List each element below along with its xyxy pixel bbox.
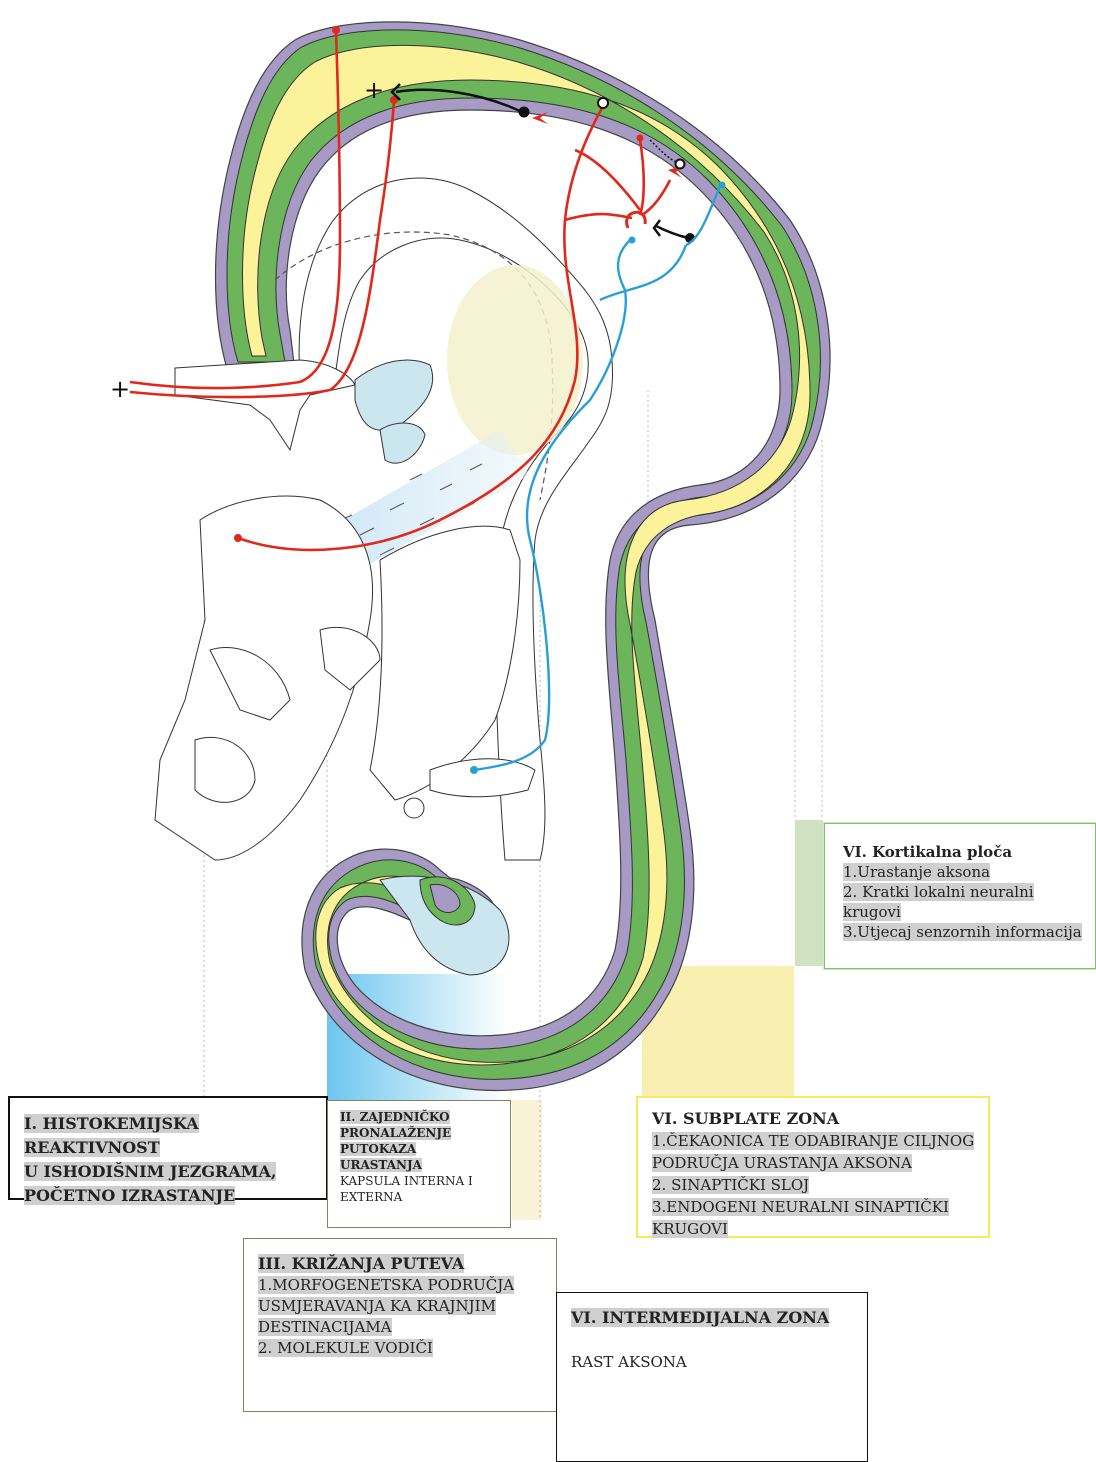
red-synapse-hook [627,212,646,228]
cortical-plate-box: VI. Kortikalna ploča 1.Urastanje aksona … [824,823,1096,969]
pathway-crossing-line-4: 2. MOLEKULE VODIČI [258,1339,433,1357]
guidance-title-2: PRONALAŽENJE [340,1126,451,1140]
intermediate-zone-line-1: RAST AKSONA [571,1353,687,1371]
zone-column-intermediate [512,1100,542,1220]
cortical-plate-title: VI. Kortikalna ploča [843,843,1012,861]
subplate-line-5: KRUGOVI [652,1220,728,1238]
histochemical-box: I. HISTOKEMIJSKA REAKTIVNOST U ISHODIŠNI… [8,1096,328,1200]
plus-marker-top: + [364,76,384,104]
pathway-crossing-line-1: 1.MORFOGENETSKA PODRUČJA [258,1276,514,1294]
pathway-crossing-box: III. KRIŽANJA PUTEVA 1.MORFOGENETSKA POD… [243,1238,557,1412]
open-terminal-1 [598,98,608,108]
pathway-crossing-line-2: USMJERAVANJA KA KRAJNJIM [258,1297,496,1315]
pathway-crossing-title: III. KRIŽANJA PUTEVA [258,1254,464,1273]
cortical-plate-line-2: 2. Kratki lokalni neuralni [843,883,1034,901]
cortical-plate-line-3: krugovi [843,903,901,921]
guidance-title-4: URASTANJA [340,1158,422,1172]
guidance-line-2: EXTERNA [340,1190,402,1204]
subplate-line-1: 1.ČEKAONICA TE ODABIRANJE CILJNOG [652,1132,974,1150]
subplate-line-4: 3.ENDOGENI NEURALNI SINAPTIČKI [652,1198,949,1216]
subplate-title: VI. SUBPLATE ZONA [652,1109,839,1128]
black-neuron-soma [519,107,530,118]
subplate-box: VI. SUBPLATE ZONA 1.ČEKAONICA TE ODABIRA… [636,1096,990,1238]
plus-marker-left: + [110,375,130,403]
subplate-line-3: 2. SINAPTIČKI SLOJ [652,1176,809,1194]
pathway-crossing-line-3: DESTINACIJAMA [258,1318,392,1336]
cortical-plate-line-4: 3.Utjecaj senzornih informacija [843,923,1082,941]
open-terminal-2 [676,160,685,169]
histochemical-title-1: I. HISTOKEMIJSKA REAKTIVNOST [24,1114,199,1157]
subplate-line-2: PODRUČJA URASTANJA AKSONA [652,1154,912,1172]
guidance-title-1: II. ZAJEDNIČKO [340,1110,450,1124]
zone-column-cortical [795,820,823,966]
guidance-box: II. ZAJEDNIČKO PRONALAŽENJE PUTOKAZA URA… [327,1100,511,1228]
histochemical-title-2: U ISHODIŠNIM JEZGRAMA, [24,1162,276,1181]
intermediate-zone-title: VI. INTERMEDIJALNA ZONA [571,1308,829,1327]
guidance-line-1: KAPSULA INTERNA I [340,1174,473,1188]
guidance-title-3: PUTOKAZA [340,1142,416,1156]
histochemical-title-3: POČETNO IZRASTANJE [24,1186,235,1205]
intermediate-zone-box: VI. INTERMEDIJALNA ZONA RAST AKSONA [556,1292,868,1462]
ganglionic-eminence [447,265,583,455]
cortical-plate-line-1: 1.Urastanje aksona [843,863,990,881]
